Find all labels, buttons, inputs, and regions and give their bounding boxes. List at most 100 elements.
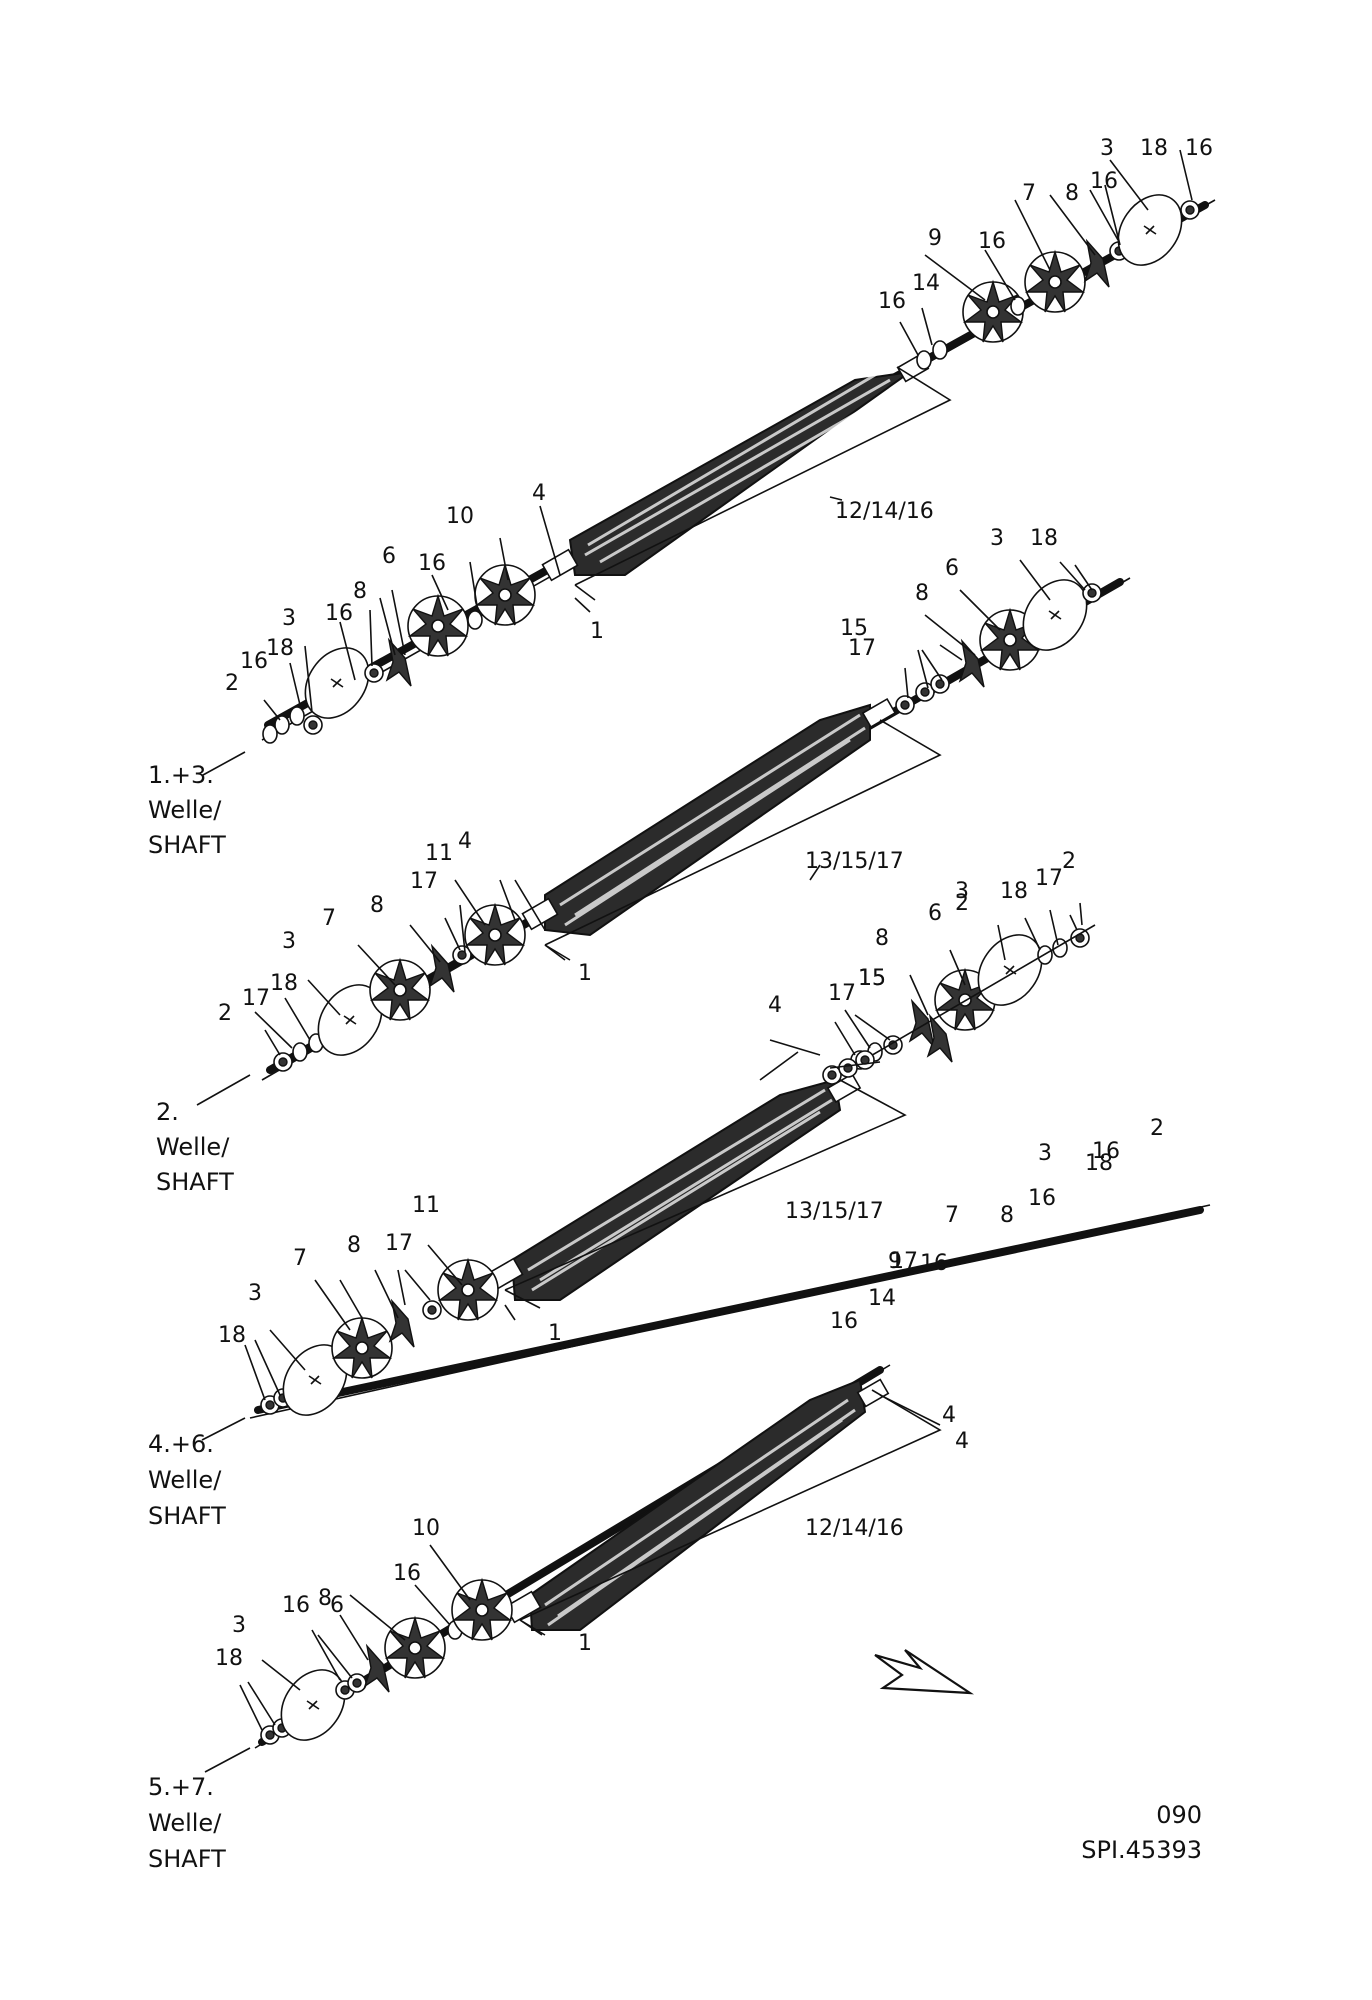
part-label: 4	[942, 1403, 956, 1428]
caption-line: Welle/	[148, 1809, 222, 1837]
shaft-assembly-4	[239, 1364, 942, 1753]
part-label: 10	[446, 504, 474, 529]
part-label: 16	[325, 601, 353, 626]
part-label: 2	[1062, 849, 1076, 874]
part-label: 2	[225, 671, 239, 696]
assembly-captions: 1.+3. Welle/ SHAFT 2. Welle/ SHAFT 4.+6.…	[148, 751, 251, 1873]
shaft-assembly-1	[261, 149, 1216, 744]
part-label: 15	[858, 966, 886, 991]
part-label: 17	[410, 869, 438, 894]
part-label: 18	[1140, 136, 1168, 161]
part-label: 16	[1092, 1139, 1120, 1164]
part-label: 18	[1085, 1151, 1113, 1176]
part-label: 3	[955, 879, 969, 904]
caption-line: Welle/	[148, 796, 222, 824]
part-label: 3	[282, 929, 296, 954]
part-label: 17	[828, 981, 856, 1006]
part-label: 1	[578, 1631, 592, 1656]
part-label: 9	[888, 1249, 902, 1274]
part-label: 6	[382, 544, 396, 569]
part-label: 3	[282, 606, 296, 631]
part-label: 16	[1028, 1186, 1056, 1211]
part-label: 16	[920, 1251, 948, 1276]
part-label: 11	[425, 841, 453, 866]
part-label: 8	[875, 926, 889, 951]
drawing-reference: SPI.45393	[1081, 1836, 1202, 1864]
shaft-assembly-3	[244, 1015, 1211, 1428]
part-label: 7	[1022, 181, 1036, 206]
caption-line: 5.+7.	[148, 1773, 214, 1801]
part-label: 16	[978, 229, 1006, 254]
caption-line: SHAFT	[148, 831, 226, 859]
caption-line: SHAFT	[156, 1168, 234, 1196]
part-label: 8	[1000, 1203, 1014, 1228]
part-label: 6	[330, 1593, 344, 1618]
part-label: 4	[458, 829, 472, 854]
caption-assembly-3: 4.+6. Welle/ SHAFT	[148, 1417, 246, 1530]
part-label: 16	[878, 289, 906, 314]
part-label: 4	[768, 993, 782, 1018]
part-label: 16	[1090, 169, 1118, 194]
part-label: 8	[353, 579, 367, 604]
part-label: 11	[412, 1193, 440, 1218]
brush-roller	[486, 1072, 862, 1301]
part-label: 4	[955, 1429, 969, 1454]
caption-line: 1.+3.	[148, 761, 214, 789]
part-label: 16	[282, 1593, 310, 1618]
part-label: 18	[1030, 526, 1058, 551]
part-label: 2	[1150, 1116, 1164, 1141]
part-label: 8	[915, 581, 929, 606]
part-label: 18	[266, 636, 294, 661]
brush-roller	[521, 697, 897, 937]
part-label: 3	[990, 526, 1004, 551]
part-label: 7	[293, 1246, 307, 1271]
caption-line: 4.+6.	[148, 1430, 214, 1458]
part-label: 4	[532, 481, 546, 506]
part-label: 18	[1000, 879, 1028, 904]
brush-roller	[541, 353, 930, 582]
part-label: 17	[890, 1249, 918, 1274]
part-label: 8	[318, 1586, 332, 1611]
part-label: 13/15/17	[785, 1199, 884, 1224]
flow-direction-arrow-icon	[874, 1649, 975, 1695]
part-label: 16	[418, 551, 446, 576]
part-label: 16	[1185, 136, 1213, 161]
part-label: 14	[868, 1286, 896, 1311]
part-label: 16	[830, 1309, 858, 1334]
part-label: 3	[248, 1281, 262, 1306]
part-label: 1	[578, 961, 592, 986]
part-label: 6	[928, 901, 942, 926]
part-label: 2	[955, 891, 969, 916]
part-label: 17	[848, 636, 876, 661]
part-label: 3	[1100, 136, 1114, 161]
part-label: 8	[1065, 181, 1079, 206]
part-label: 18	[270, 971, 298, 996]
shaft-assembly-2	[254, 559, 1131, 1081]
part-label: 18	[218, 1323, 246, 1348]
part-label: 8	[347, 1233, 361, 1258]
caption-line: Welle/	[156, 1133, 230, 1161]
caption-line: Welle/	[148, 1466, 222, 1494]
part-label: 8	[370, 893, 384, 918]
part-label: 16	[240, 649, 268, 674]
part-label: 1	[590, 619, 604, 644]
part-label: 7	[322, 906, 336, 931]
part-label: 15	[858, 966, 886, 991]
drawing-number: 090	[1156, 1801, 1202, 1829]
caption-assembly-2: 2. Welle/ SHAFT	[156, 1074, 251, 1196]
brush-roller	[504, 1378, 890, 1631]
part-label: 17	[385, 1231, 413, 1256]
part-label: 10	[412, 1516, 440, 1541]
part-label: 12/14/16	[835, 499, 934, 524]
part-label: 17	[242, 986, 270, 1011]
part-label: 12/14/16	[805, 1516, 904, 1541]
caption-assembly-1: 1.+3. Welle/ SHAFT	[148, 751, 246, 859]
part-label: 17	[1035, 866, 1063, 891]
part-label: 7	[945, 1203, 959, 1228]
part-label: 15	[840, 616, 868, 641]
caption-line: SHAFT	[148, 1502, 226, 1530]
part-label: 9	[928, 226, 942, 251]
part-label: 18	[215, 1646, 243, 1671]
part-label: 1	[548, 1321, 562, 1346]
